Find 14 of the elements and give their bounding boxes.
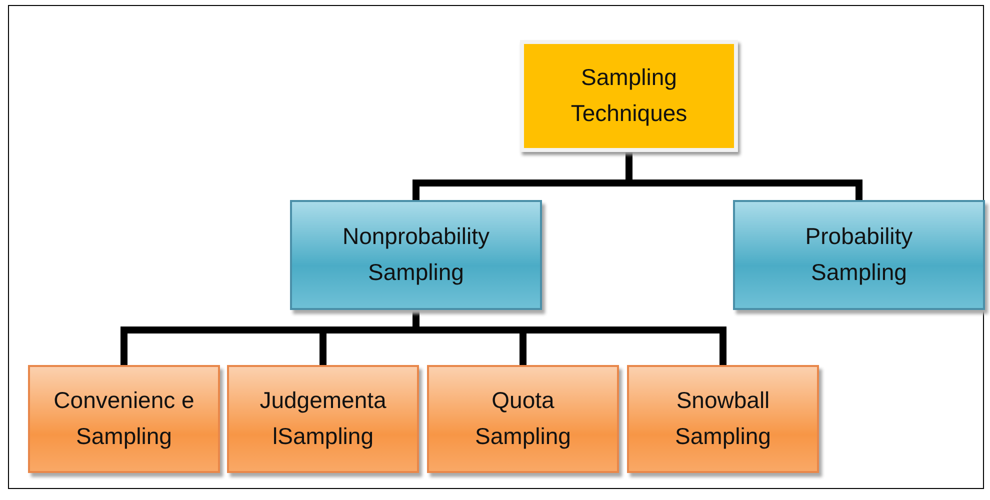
category-box: [427, 365, 619, 473]
category-box: [627, 365, 819, 473]
box-label: Convenienc e Sampling: [52, 386, 196, 451]
box-label: Snowball Sampling: [674, 386, 772, 451]
category-box: [290, 200, 542, 310]
category-box: [520, 40, 738, 152]
box-label: Quota Sampling: [474, 386, 572, 451]
box-label: Sampling Techniques: [570, 63, 688, 128]
category-box: [733, 200, 985, 310]
box-label: Probability Sampling: [804, 222, 914, 287]
box-label: Nonprobability Sampling: [341, 222, 491, 287]
box-label: Judgementa lSampling: [258, 386, 388, 451]
category-box: [227, 365, 419, 473]
category-box: [28, 365, 220, 473]
